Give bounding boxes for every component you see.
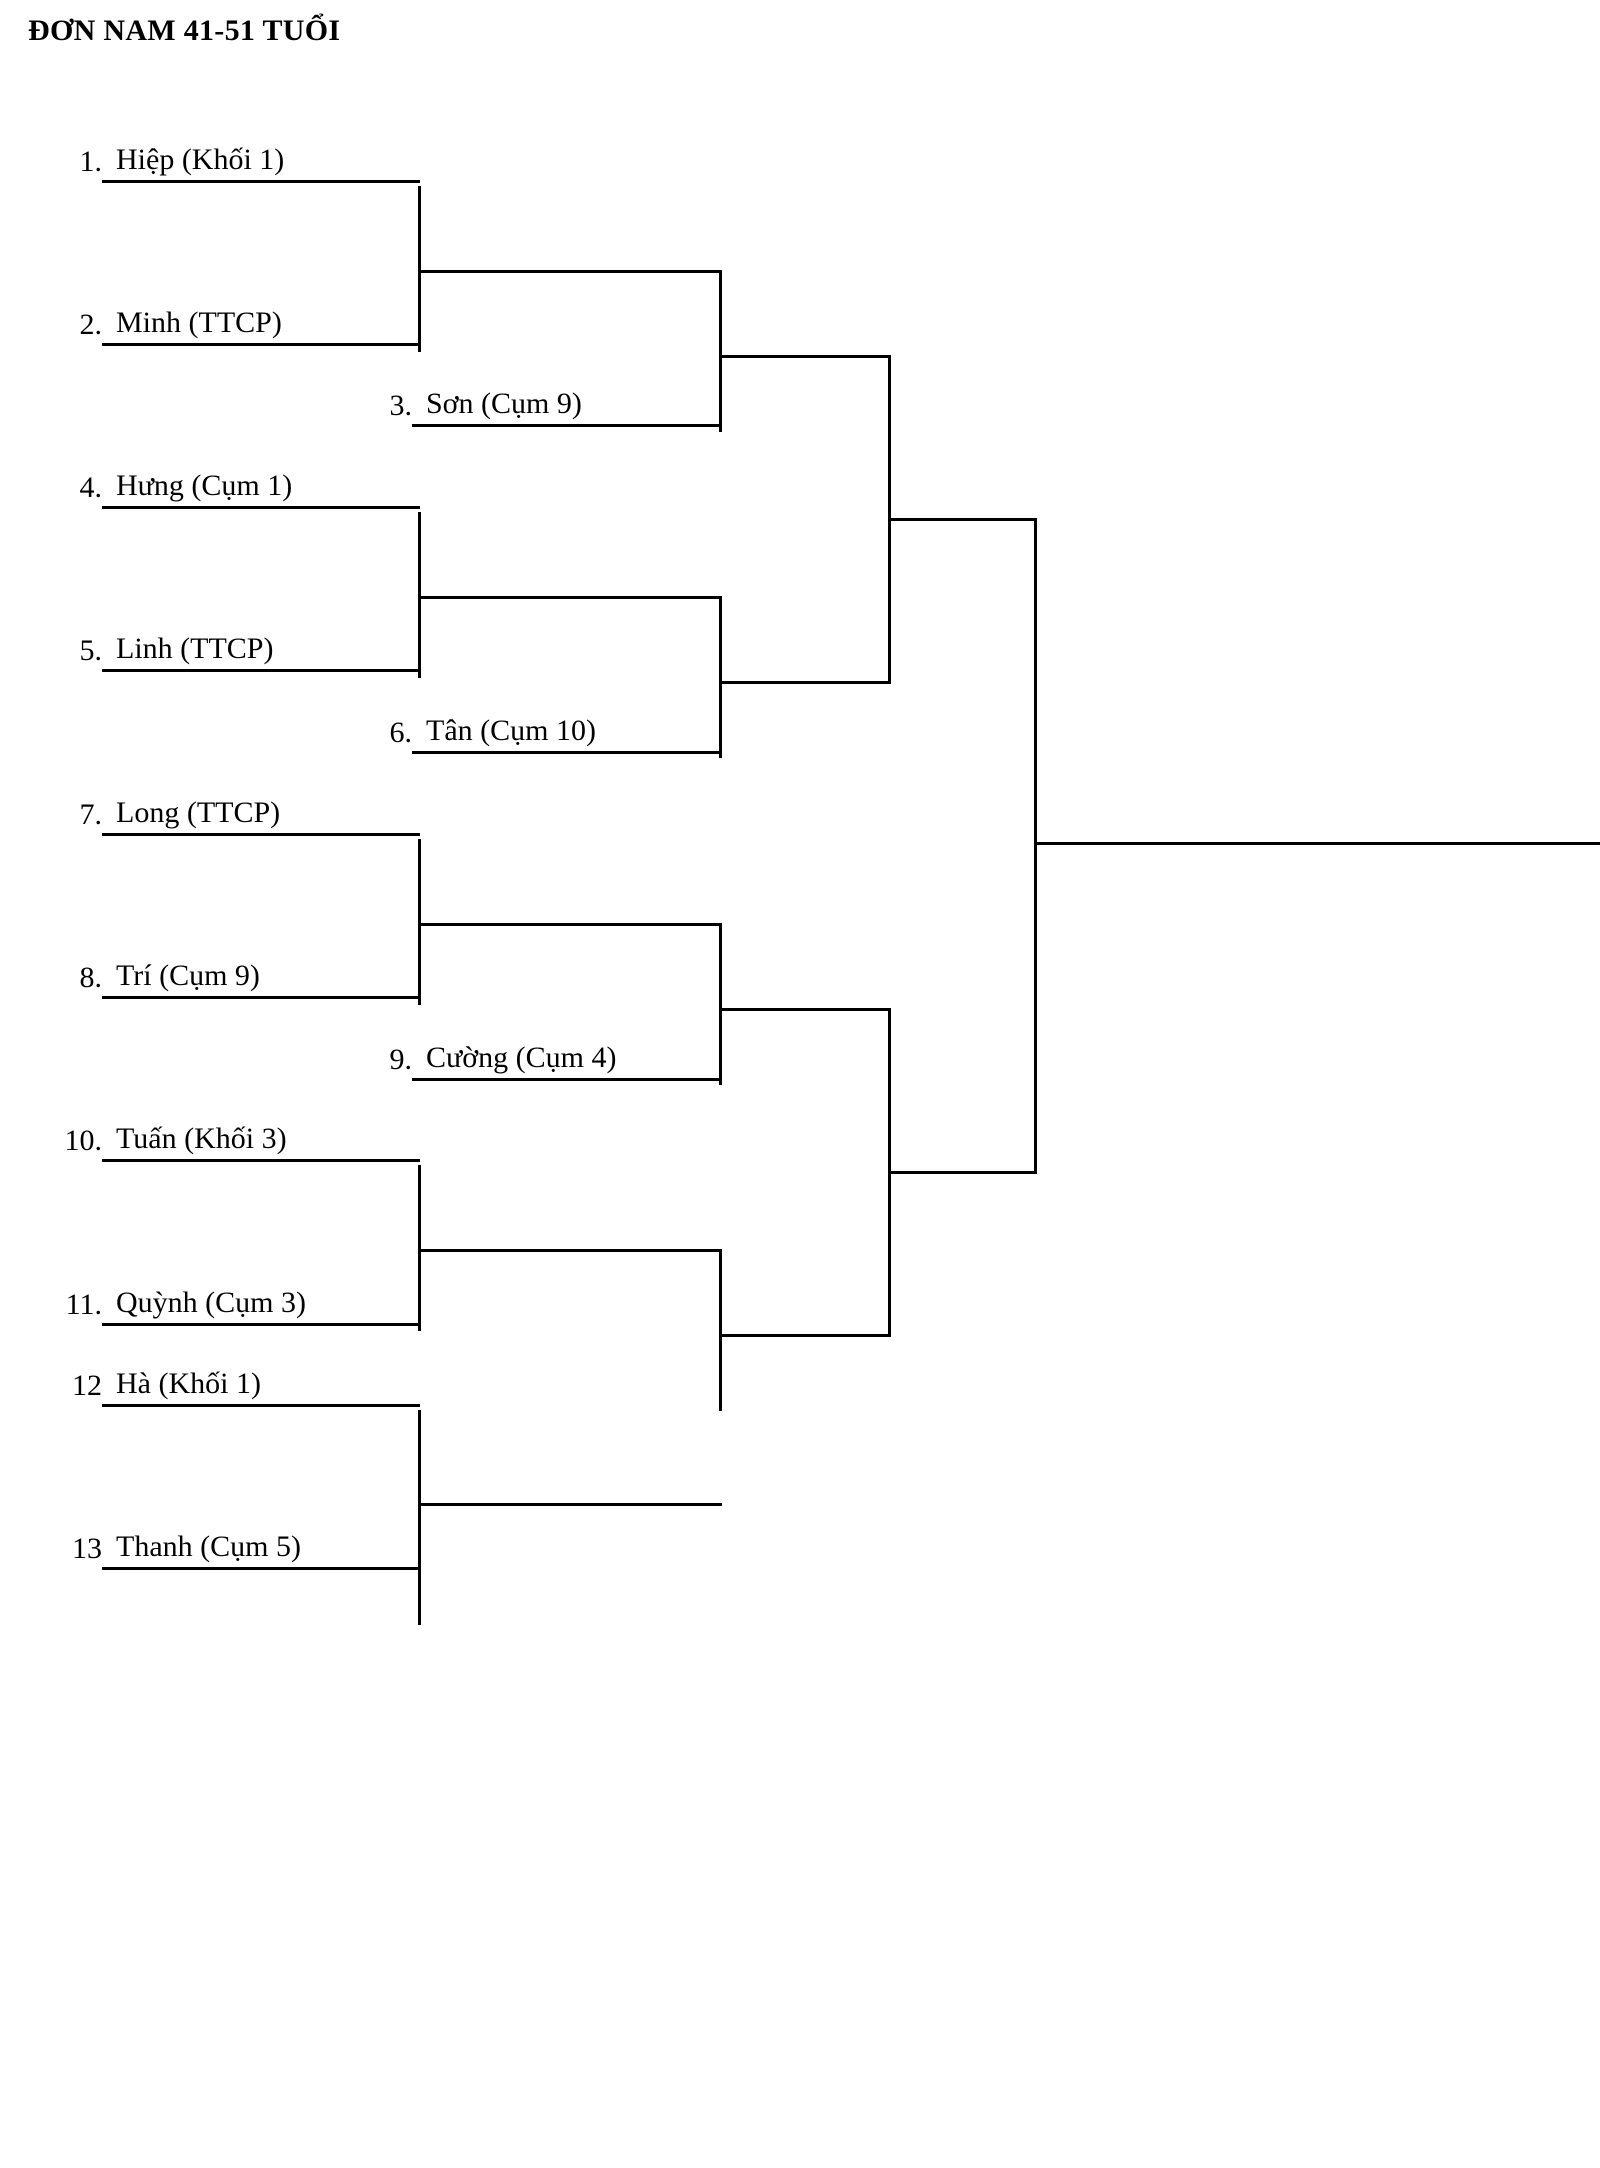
entry-name-slot[interactable]: Hiệp (Khối 1) (102, 144, 420, 183)
entry-name: Sơn (Cụm 9) (426, 387, 582, 420)
entry-number: 10. (64, 1123, 103, 1157)
entry-name-slot[interactable]: Tuấn (Khối 3) (102, 1123, 420, 1162)
feed-r2-match-2 (719, 681, 891, 684)
bracket-entry-10[interactable]: 10. Tuấn (Khối 3) (44, 1123, 420, 1162)
connector-r2-match-3 (719, 923, 722, 1085)
bracket-entry-4[interactable]: 4. Hưng (Cụm 1) (60, 470, 420, 509)
entry-number: 13 (72, 1531, 102, 1565)
entry-name-slot[interactable]: Long (TTCP) (102, 797, 420, 836)
bracket-entry-6[interactable]: 6. Tân (Cụm 10) (370, 715, 720, 754)
feed-r2-match-4 (719, 1334, 891, 1337)
entry-name-slot[interactable]: Trí (Cụm 9) (102, 960, 420, 999)
feed-r1-match-1 (418, 270, 722, 273)
entry-name: Hà (Khối 1) (116, 1367, 261, 1400)
entry-number: 1. (79, 144, 103, 178)
page-title: ĐƠN NAM 41-51 TUỔI (28, 14, 341, 47)
bracket-entry-1[interactable]: 1. Hiệp (Khối 1) (60, 144, 420, 183)
entry-number: 2. (79, 307, 103, 341)
entry-name-slot[interactable]: Linh (TTCP) (102, 633, 420, 672)
bracket-entry-9[interactable]: 9. Cường (Cụm 4) (370, 1042, 720, 1081)
entry-name: Thanh (Cụm 5) (116, 1530, 301, 1563)
feed-r3-lower (888, 1171, 1036, 1174)
entry-name-slot[interactable]: Tân (Cụm 10) (412, 715, 720, 754)
feed-r2-match-1 (719, 355, 891, 358)
feed-r1-match-4 (418, 1249, 722, 1252)
entry-name: Quỳnh (Cụm 3) (116, 1286, 306, 1319)
connector-r2-match-1 (719, 270, 722, 432)
entry-name-slot[interactable]: Hà (Khối 1) (102, 1368, 420, 1407)
entry-name: Long (TTCP) (116, 796, 281, 829)
connector-r1-match-1 (418, 186, 421, 352)
entry-name: Hiệp (Khối 1) (116, 143, 285, 176)
bracket-entry-12[interactable]: 12 Hà (Khối 1) (46, 1368, 420, 1407)
entry-number: 5. (79, 633, 103, 667)
entry-name: Minh (TTCP) (116, 306, 282, 339)
entry-name-slot[interactable]: Sơn (Cụm 9) (412, 388, 720, 427)
entry-number: 12 (72, 1368, 102, 1402)
bracket-entry-5[interactable]: 5. Linh (TTCP) (60, 633, 420, 672)
entry-name: Trí (Cụm 9) (116, 959, 260, 992)
entry-name-slot[interactable]: Cường (Cụm 4) (412, 1042, 720, 1081)
bracket-entry-3[interactable]: 3. Sơn (Cụm 9) (370, 388, 720, 427)
entry-name: Hưng (Cụm 1) (116, 469, 293, 502)
feed-final-champion (1034, 842, 1600, 845)
feed-r3-upper (888, 518, 1036, 521)
entry-name: Cường (Cụm 4) (426, 1041, 617, 1074)
entry-number: 3. (389, 388, 413, 422)
feed-r1-match-2 (418, 596, 722, 599)
connector-r1-match-4 (418, 1165, 421, 1331)
connector-r1-match-2 (418, 512, 421, 678)
entry-name-slot[interactable]: Thanh (Cụm 5) (102, 1531, 420, 1570)
bracket-entry-13[interactable]: 13 Thanh (Cụm 5) (46, 1531, 420, 1570)
entry-number: 4. (79, 470, 103, 504)
entry-number: 8. (79, 960, 103, 994)
feed-r1-match-3 (418, 923, 722, 926)
entry-number: 7. (79, 797, 103, 831)
feed-r1-match-5 (418, 1503, 722, 1506)
connector-r4-final (1034, 518, 1037, 1174)
entry-name: Linh (TTCP) (116, 632, 274, 665)
entry-number: 6. (389, 715, 413, 749)
connector-r2-match-4 (719, 1249, 722, 1411)
connector-r2-match-2 (719, 596, 722, 758)
bracket-entry-8[interactable]: 8. Trí (Cụm 9) (60, 960, 420, 999)
connector-r1-match-5 (418, 1410, 421, 1625)
bracket-entry-2[interactable]: 2. Minh (TTCP) (60, 307, 420, 346)
entry-name: Tuấn (Khối 3) (116, 1122, 287, 1155)
entry-name-slot[interactable]: Minh (TTCP) (102, 307, 420, 346)
entry-number: 11. (65, 1287, 102, 1321)
bracket-entry-11[interactable]: 11. Quỳnh (Cụm 3) (44, 1287, 420, 1326)
entry-name-slot[interactable]: Hưng (Cụm 1) (102, 470, 420, 509)
feed-r2-match-3 (719, 1008, 891, 1011)
entry-number: 9. (389, 1042, 413, 1076)
connector-r1-match-3 (418, 839, 421, 1005)
bracket-entry-7[interactable]: 7. Long (TTCP) (60, 797, 420, 836)
entry-name: Tân (Cụm 10) (426, 714, 596, 747)
entry-name-slot[interactable]: Quỳnh (Cụm 3) (102, 1287, 420, 1326)
